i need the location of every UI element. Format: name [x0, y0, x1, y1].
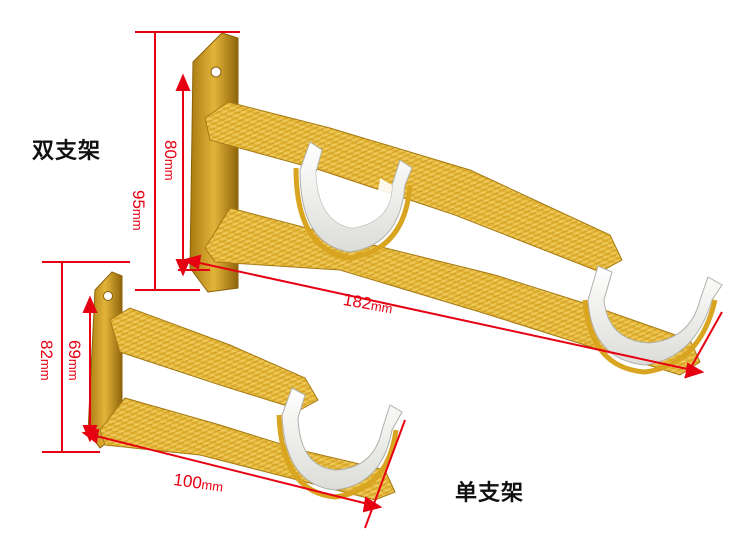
screw-hole-icon [103, 291, 113, 301]
double-bracket [189, 32, 723, 376]
single-holder [281, 387, 403, 491]
dimension-lines [42, 31, 723, 529]
single-total-height-label: 82mm [37, 340, 56, 381]
single-inner-height-label: 69mm [65, 340, 84, 381]
screw-hole-icon [210, 66, 222, 78]
double-total-height-label: 95mm [129, 190, 148, 231]
double-holder-far [587, 265, 723, 366]
double-bracket-label: 双支架 [32, 139, 102, 164]
double-inner-height-label: 80mm [161, 140, 180, 181]
single-bracket-label: 单支架 [455, 481, 525, 506]
single-upper-arm [109, 307, 319, 411]
